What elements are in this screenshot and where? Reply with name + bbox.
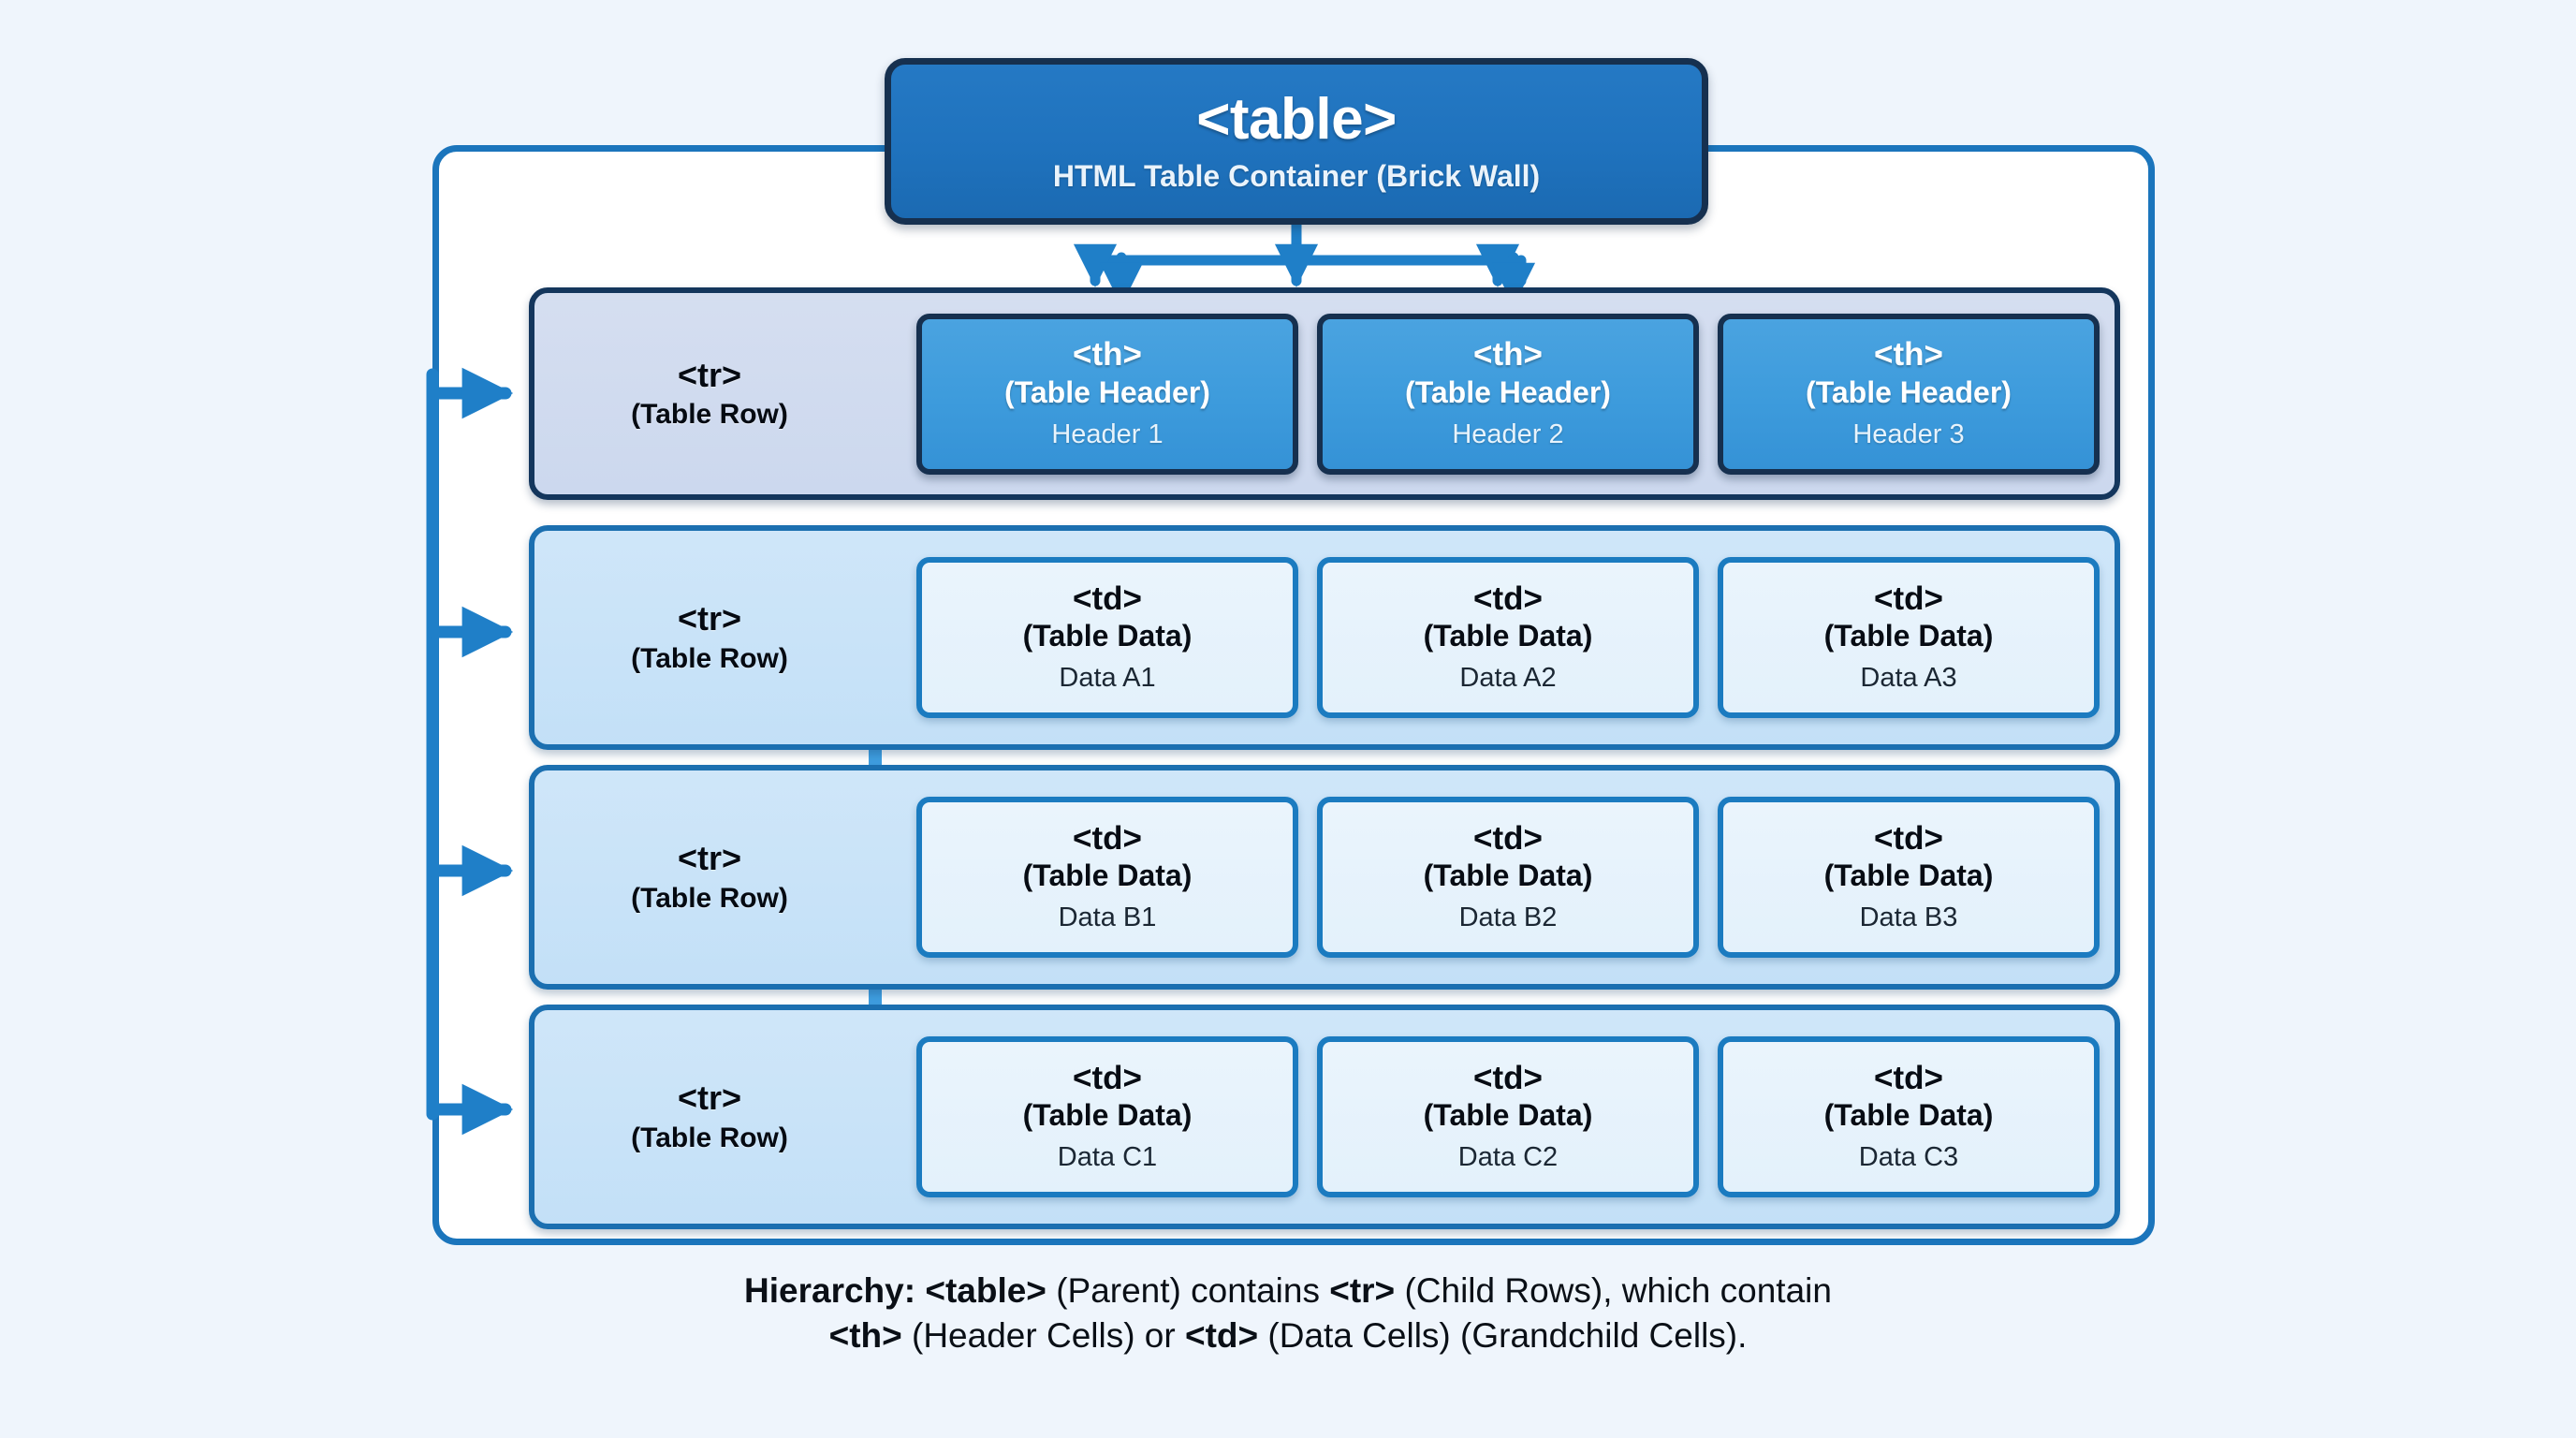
td-cell-b2-sub: (Table Data): [1423, 858, 1593, 893]
td-cell-c2-sub: (Table Data): [1423, 1098, 1593, 1133]
td-cell-a1-value: Data A1: [1059, 663, 1156, 694]
row-b-tr-tag: <tr>: [677, 839, 742, 878]
row-c-tr-tag: <tr>: [677, 1078, 742, 1118]
header-tr-label: <tr> (Table Row): [534, 356, 871, 432]
caption-td-tag: <td>: [1185, 1316, 1259, 1356]
td-cell-c3[interactable]: <td> (Table Data) Data C3: [1718, 1036, 2100, 1197]
td-cell-a2-value: Data A2: [1459, 663, 1557, 694]
th-cell-2-value: Header 2: [1452, 418, 1564, 449]
td-cell-b2[interactable]: <td> (Table Data) Data B2: [1317, 797, 1699, 958]
caption-headercells-text: (Header Cells) or: [901, 1316, 1185, 1356]
row-b-cells: <td> (Table Data) Data B1 <td> (Table Da…: [871, 797, 2115, 958]
td-cell-c2-tag: <td>: [1473, 1059, 1543, 1096]
header-row-band[interactable]: <tr> (Table Row) <th> (Table Header) Hea…: [529, 287, 2120, 500]
td-cell-b3-tag: <td>: [1874, 819, 1943, 857]
td-cell-c3-tag: <td>: [1874, 1059, 1943, 1096]
td-cell-a1-tag: <td>: [1073, 580, 1142, 617]
caption-tr-tag: <tr>: [1329, 1271, 1396, 1310]
row-b-tr-sub: (Table Row): [631, 882, 788, 914]
row-a-tr-tag: <tr>: [677, 599, 742, 638]
td-cell-a1-sub: (Table Data): [1022, 619, 1193, 653]
th-cell-1-value: Header 1: [1051, 418, 1164, 449]
th-cell-1-sub: (Table Header): [1004, 374, 1210, 409]
td-cell-b2-value: Data B2: [1458, 902, 1558, 933]
th-cell-1[interactable]: <th> (Table Header) Header 1: [916, 313, 1298, 475]
row-c-tr-sub: (Table Row): [631, 1122, 788, 1153]
th-cell-2[interactable]: <th> (Table Header) Header 2: [1317, 313, 1699, 475]
table-title-tag: <table>: [1196, 86, 1397, 152]
td-cell-b2-tag: <td>: [1473, 819, 1543, 857]
caption-parent-text: (Parent) contains: [1046, 1271, 1330, 1310]
th-cell-2-tag: <th>: [1473, 336, 1543, 374]
caption-childrows-text: (Child Rows), which contain: [1395, 1271, 1832, 1310]
td-cell-a1[interactable]: <td> (Table Data) Data A1: [916, 557, 1298, 718]
caption-th-tag: <th>: [828, 1316, 902, 1356]
row-c-tr-label: <tr> (Table Row): [534, 1078, 871, 1154]
td-cell-a3-value: Data A3: [1860, 663, 1957, 694]
td-cell-b3-sub: (Table Data): [1823, 858, 1994, 893]
row-c-cells: <td> (Table Data) Data C1 <td> (Table Da…: [871, 1036, 2115, 1197]
td-cell-c3-sub: (Table Data): [1823, 1098, 1994, 1133]
td-cell-b1-sub: (Table Data): [1022, 858, 1193, 893]
th-cell-3[interactable]: <th> (Table Header) Header 3: [1718, 313, 2100, 475]
th-cell-1-tag: <th>: [1073, 336, 1142, 374]
td-cell-a2-tag: <td>: [1473, 580, 1543, 617]
data-row-band-c[interactable]: <tr> (Table Row) <td> (Table Data) Data …: [529, 1005, 2120, 1229]
caption-hierarchy-label: Hierarchy:: [744, 1271, 926, 1310]
data-row-band-a[interactable]: <tr> (Table Row) <td> (Table Data) Data …: [529, 525, 2120, 750]
caption-table-tag: <table>: [925, 1271, 1046, 1310]
td-cell-b3[interactable]: <td> (Table Data) Data B3: [1718, 797, 2100, 958]
td-cell-c1-tag: <td>: [1073, 1059, 1142, 1096]
td-cell-c1-sub: (Table Data): [1022, 1098, 1193, 1133]
td-cell-a3[interactable]: <td> (Table Data) Data A3: [1718, 557, 2100, 718]
th-cell-3-value: Header 3: [1852, 418, 1965, 449]
td-cell-c1-value: Data C1: [1057, 1142, 1158, 1173]
td-cell-a3-sub: (Table Data): [1823, 619, 1994, 653]
td-cell-b1[interactable]: <td> (Table Data) Data B1: [916, 797, 1298, 958]
table-title-subtitle: HTML Table Container (Brick Wall): [1052, 159, 1541, 194]
header-cells: <th> (Table Header) Header 1 <th> (Table…: [871, 313, 2115, 475]
td-cell-a3-tag: <td>: [1874, 580, 1943, 617]
td-cell-c2[interactable]: <td> (Table Data) Data C2: [1317, 1036, 1699, 1197]
header-tr-sub: (Table Row): [631, 399, 788, 431]
table-title-box[interactable]: <table> HTML Table Container (Brick Wall…: [885, 58, 1708, 225]
th-cell-2-sub: (Table Header): [1405, 374, 1611, 409]
td-cell-b3-value: Data B3: [1859, 902, 1958, 933]
row-a-tr-label: <tr> (Table Row): [534, 599, 871, 675]
td-cell-b1-value: Data B1: [1058, 902, 1157, 933]
td-cell-a2-sub: (Table Data): [1423, 619, 1593, 653]
caption-line-1: Hierarchy: <table> (Parent) contains <tr…: [0, 1269, 2576, 1313]
data-row-band-b[interactable]: <tr> (Table Row) <td> (Table Data) Data …: [529, 765, 2120, 990]
hierarchy-caption: Hierarchy: <table> (Parent) contains <tr…: [0, 1269, 2576, 1358]
row-a-tr-sub: (Table Row): [631, 642, 788, 674]
td-cell-b1-tag: <td>: [1073, 819, 1142, 857]
row-a-cells: <td> (Table Data) Data A1 <td> (Table Da…: [871, 557, 2115, 718]
th-cell-3-sub: (Table Header): [1806, 374, 2012, 409]
th-cell-3-tag: <th>: [1874, 336, 1943, 374]
td-cell-c1[interactable]: <td> (Table Data) Data C1: [916, 1036, 1298, 1197]
row-b-tr-label: <tr> (Table Row): [534, 839, 871, 915]
caption-datacells-text: (Data Cells) (Grandchild Cells).: [1258, 1316, 1748, 1356]
td-cell-c3-value: Data C3: [1858, 1142, 1959, 1173]
caption-line-2: <th> (Header Cells) or <td> (Data Cells)…: [0, 1313, 2576, 1358]
td-cell-a2[interactable]: <td> (Table Data) Data A2: [1317, 557, 1699, 718]
td-cell-c2-value: Data C2: [1457, 1142, 1559, 1173]
header-tr-tag: <tr>: [677, 355, 742, 394]
